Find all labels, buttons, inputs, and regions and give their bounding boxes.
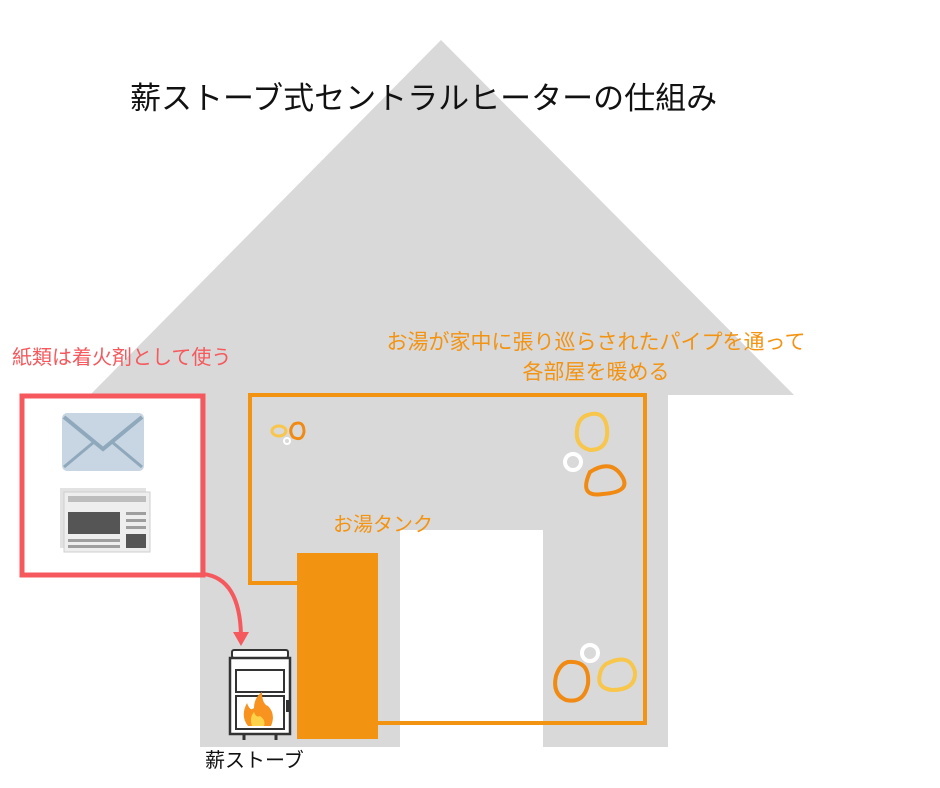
bubble [597,657,638,693]
bubble [574,411,610,453]
newspaper-icon [60,488,151,553]
bubble [580,643,600,663]
bubble [289,421,306,441]
paper-kindling-label: 紙類は着火剤として使う [12,345,232,369]
house-upper-wall [200,380,668,530]
warmth-bubbles-top-left [270,421,306,445]
bubble [553,659,591,703]
bubble [270,424,288,438]
paper-fuel-box [19,393,206,578]
hot-water-tank-label: お湯タンク [333,512,433,536]
pipe-description-line-2: 各部屋を暖める [522,360,670,384]
envelope-icon [62,413,144,471]
pipe-description-line-1: お湯が家中に張り巡らされたパイプを通って [386,330,806,354]
hot-water-pipe [248,393,647,725]
wood-stove-label: 薪ストーブ [205,748,304,772]
warmth-bubbles-bottom-right [553,643,638,703]
curved-arrow-icon [202,572,249,646]
hot-water-tank [297,553,378,739]
fire-icon [243,692,273,726]
pipe-description-label: お湯が家中に張り巡らされたパイプを通って 各部屋を暖める [356,327,836,387]
diagram-title: 薪ストーブ式セントラルヒーターの仕組み [130,81,718,117]
bubble [563,452,583,472]
bubble [584,464,627,497]
bubble [283,437,291,445]
warmth-bubbles-top-right [563,411,627,497]
house-roof [90,40,794,395]
